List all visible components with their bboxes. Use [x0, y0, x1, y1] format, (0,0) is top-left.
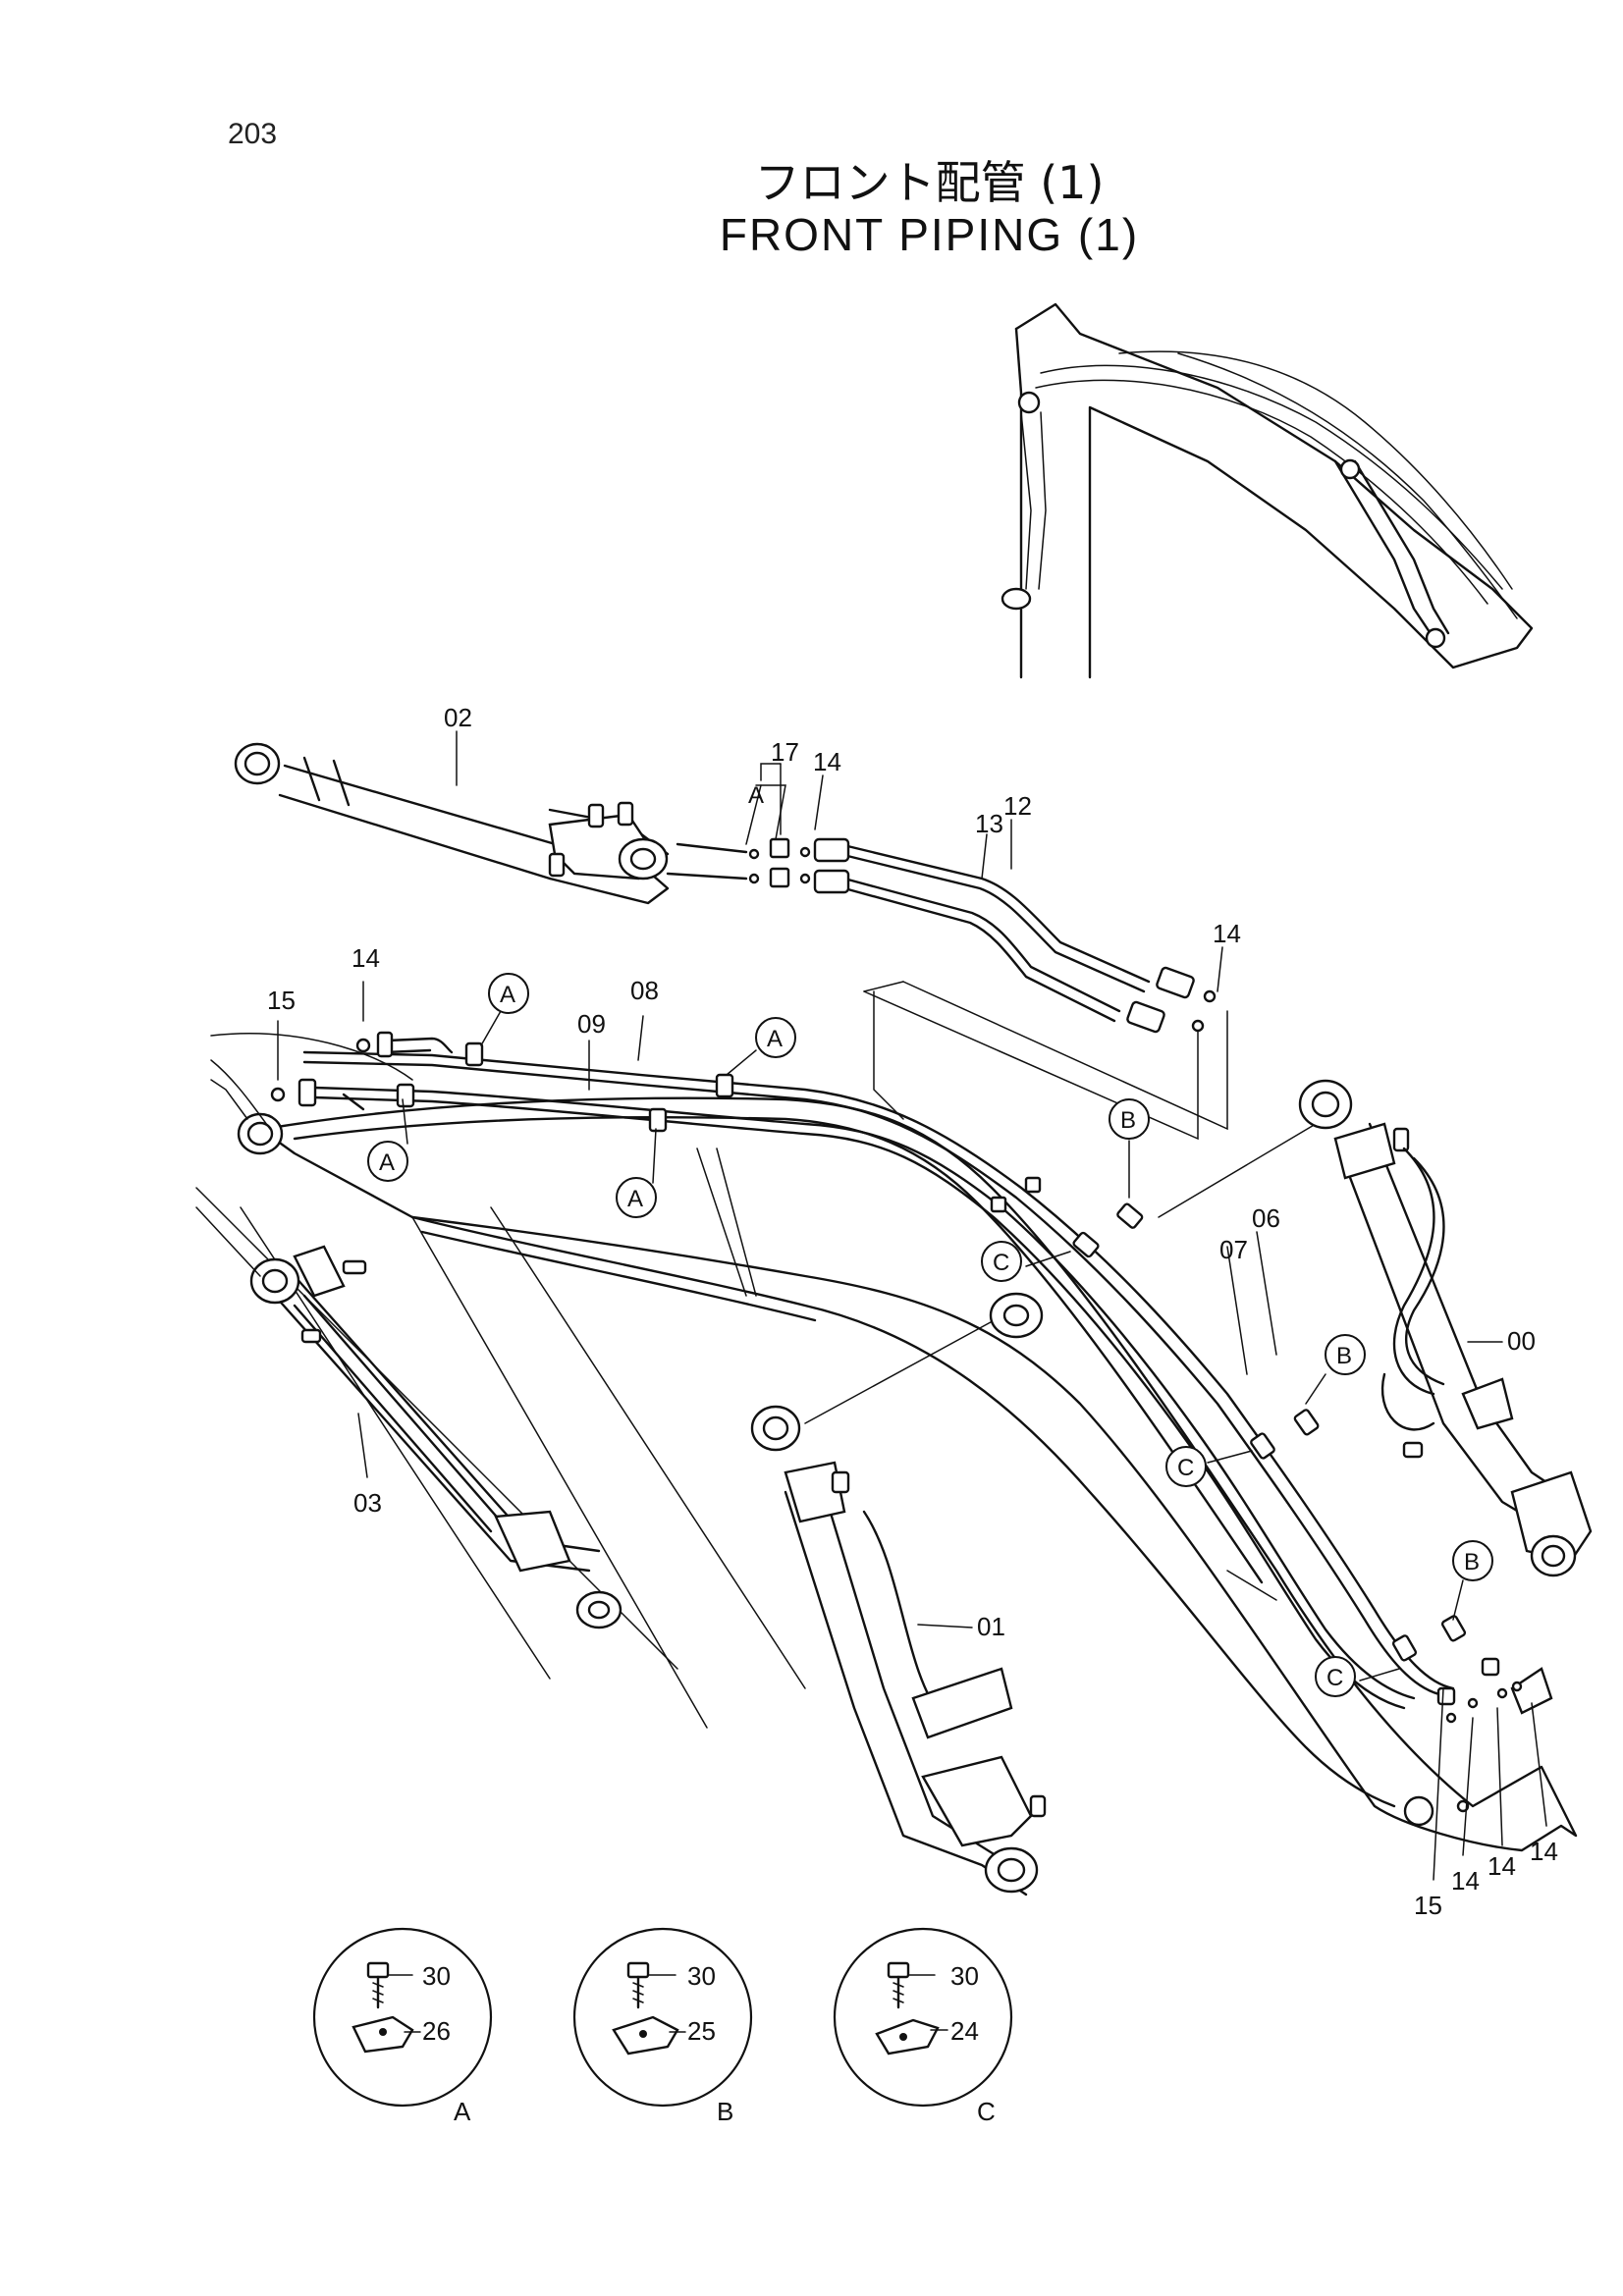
- callout-b-3: B: [1464, 1549, 1480, 1575]
- callout-c-3: C: [1326, 1665, 1343, 1691]
- sub-label-a: A: [748, 782, 764, 809]
- arm-cylinder-drawing: [234, 742, 748, 905]
- part-label-17: 17: [771, 737, 799, 767]
- detail-view-b: 30 25 B: [572, 1927, 753, 2126]
- part-label-06: 06: [1252, 1203, 1280, 1233]
- callout-c-1: C: [993, 1250, 1009, 1276]
- callout-a-1: A: [500, 982, 515, 1008]
- arm-cylinder-right-drawing: [1298, 1079, 1593, 1577]
- part-label-14-boom-top-3: 14: [1530, 1837, 1558, 1866]
- bucket-cylinder-drawing: [195, 1206, 622, 1629]
- detail-a-bolt-label: 30: [422, 1961, 451, 1991]
- page-title-japanese: フロント配管 (1): [754, 156, 1105, 209]
- overview-inset-drawing: [1001, 302, 1534, 679]
- page-title-english: FRONT PIPING (1): [719, 209, 1140, 260]
- detail-b-letter: B: [717, 2097, 733, 2126]
- part-label-12: 12: [1003, 791, 1032, 821]
- part-label-14-hose-end: 14: [1213, 919, 1241, 948]
- detail-c-letter: C: [977, 2097, 996, 2126]
- detail-b-bolt-label: 30: [687, 1961, 716, 1991]
- part-label-01: 01: [977, 1612, 1005, 1641]
- detail-c-bolt-label: 30: [950, 1961, 979, 1991]
- boom-cylinder-drawing: [750, 1405, 1047, 1896]
- part-label-14-top: 14: [813, 747, 841, 776]
- part-label-15-boom-top: 15: [1414, 1891, 1442, 1920]
- part-label-09: 09: [577, 1009, 606, 1039]
- boom-pipe-lines: [270, 1031, 1523, 1724]
- part-label-leaders: [277, 730, 1547, 1881]
- page-number: 203: [228, 118, 278, 150]
- callout-b-1: B: [1120, 1107, 1136, 1134]
- hoses-12-13: [745, 784, 1217, 1034]
- boom-structure: [210, 1033, 1578, 1852]
- detail-c-clamp-label: 24: [950, 2016, 979, 2046]
- detail-view-c: 30 24 C: [833, 1927, 1013, 2126]
- part-label-14-boom-top-2: 14: [1488, 1851, 1516, 1881]
- part-label-00: 00: [1507, 1326, 1536, 1356]
- part-label-14-boom-foot: 14: [352, 943, 380, 973]
- part-label-13: 13: [975, 809, 1003, 838]
- callout-markers: [402, 1010, 1464, 1682]
- part-number-labels: 02 17 A 14 12 13 14 14 15 08 09 06 07 00…: [267, 703, 1558, 1920]
- part-label-14-boom-top-1: 14: [1451, 1866, 1480, 1896]
- callout-circles: A A A A B B B C C C: [367, 973, 1493, 1697]
- callout-a-2: A: [767, 1026, 783, 1052]
- callout-b-2: B: [1336, 1343, 1352, 1369]
- detail-a-letter: A: [454, 2097, 471, 2126]
- callout-a-3: A: [379, 1149, 395, 1176]
- callout-c-2: C: [1177, 1455, 1194, 1481]
- part-label-08: 08: [630, 976, 659, 1005]
- part-label-02: 02: [444, 703, 472, 732]
- detail-b-clamp-label: 25: [687, 2016, 716, 2046]
- detail-a-clamp-label: 26: [422, 2016, 451, 2046]
- part-label-03: 03: [353, 1488, 382, 1518]
- callout-a-4: A: [627, 1186, 643, 1212]
- detail-view-a: 30 26 A: [312, 1927, 493, 2126]
- part-label-15-boom-foot: 15: [267, 986, 296, 1015]
- part-label-07: 07: [1219, 1235, 1248, 1264]
